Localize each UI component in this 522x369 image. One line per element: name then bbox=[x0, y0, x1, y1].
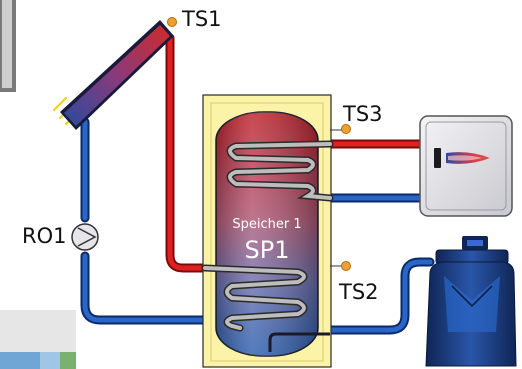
pump-label: RO1 bbox=[22, 224, 66, 248]
ts1-sensor-dot bbox=[167, 17, 177, 27]
storage-title: SP1 bbox=[245, 236, 290, 264]
heat-generator-pipe bbox=[325, 257, 435, 335]
pump-ro1 bbox=[71, 223, 99, 251]
solar-collector bbox=[60, 20, 174, 130]
hot-collector-pipe bbox=[158, 33, 210, 273]
ts1-label: TS1 bbox=[181, 7, 222, 31]
ts2-label: TS2 bbox=[338, 280, 379, 304]
ts2-sensor-dot bbox=[341, 261, 351, 271]
edge-image-fragment-inner bbox=[2, 0, 12, 88]
upper-heat-exchanger-coil bbox=[226, 140, 334, 202]
heat-generator-boiler bbox=[425, 236, 517, 367]
cold-return-pipe bbox=[80, 117, 210, 325]
edge-panel-fragment bbox=[0, 310, 76, 360]
ts3-sensor-dot bbox=[341, 124, 351, 134]
auxiliary-burner bbox=[419, 115, 513, 217]
storage-subtitle: Speicher 1 bbox=[232, 217, 301, 232]
ts3-label: TS3 bbox=[342, 102, 383, 126]
lower-heat-exchanger-coil bbox=[201, 264, 308, 332]
edge-tab-blue bbox=[0, 352, 40, 369]
tank-outlet-pipe bbox=[268, 332, 330, 352]
edge-tab-lightblue bbox=[40, 352, 60, 369]
edge-tab-green bbox=[60, 352, 76, 369]
